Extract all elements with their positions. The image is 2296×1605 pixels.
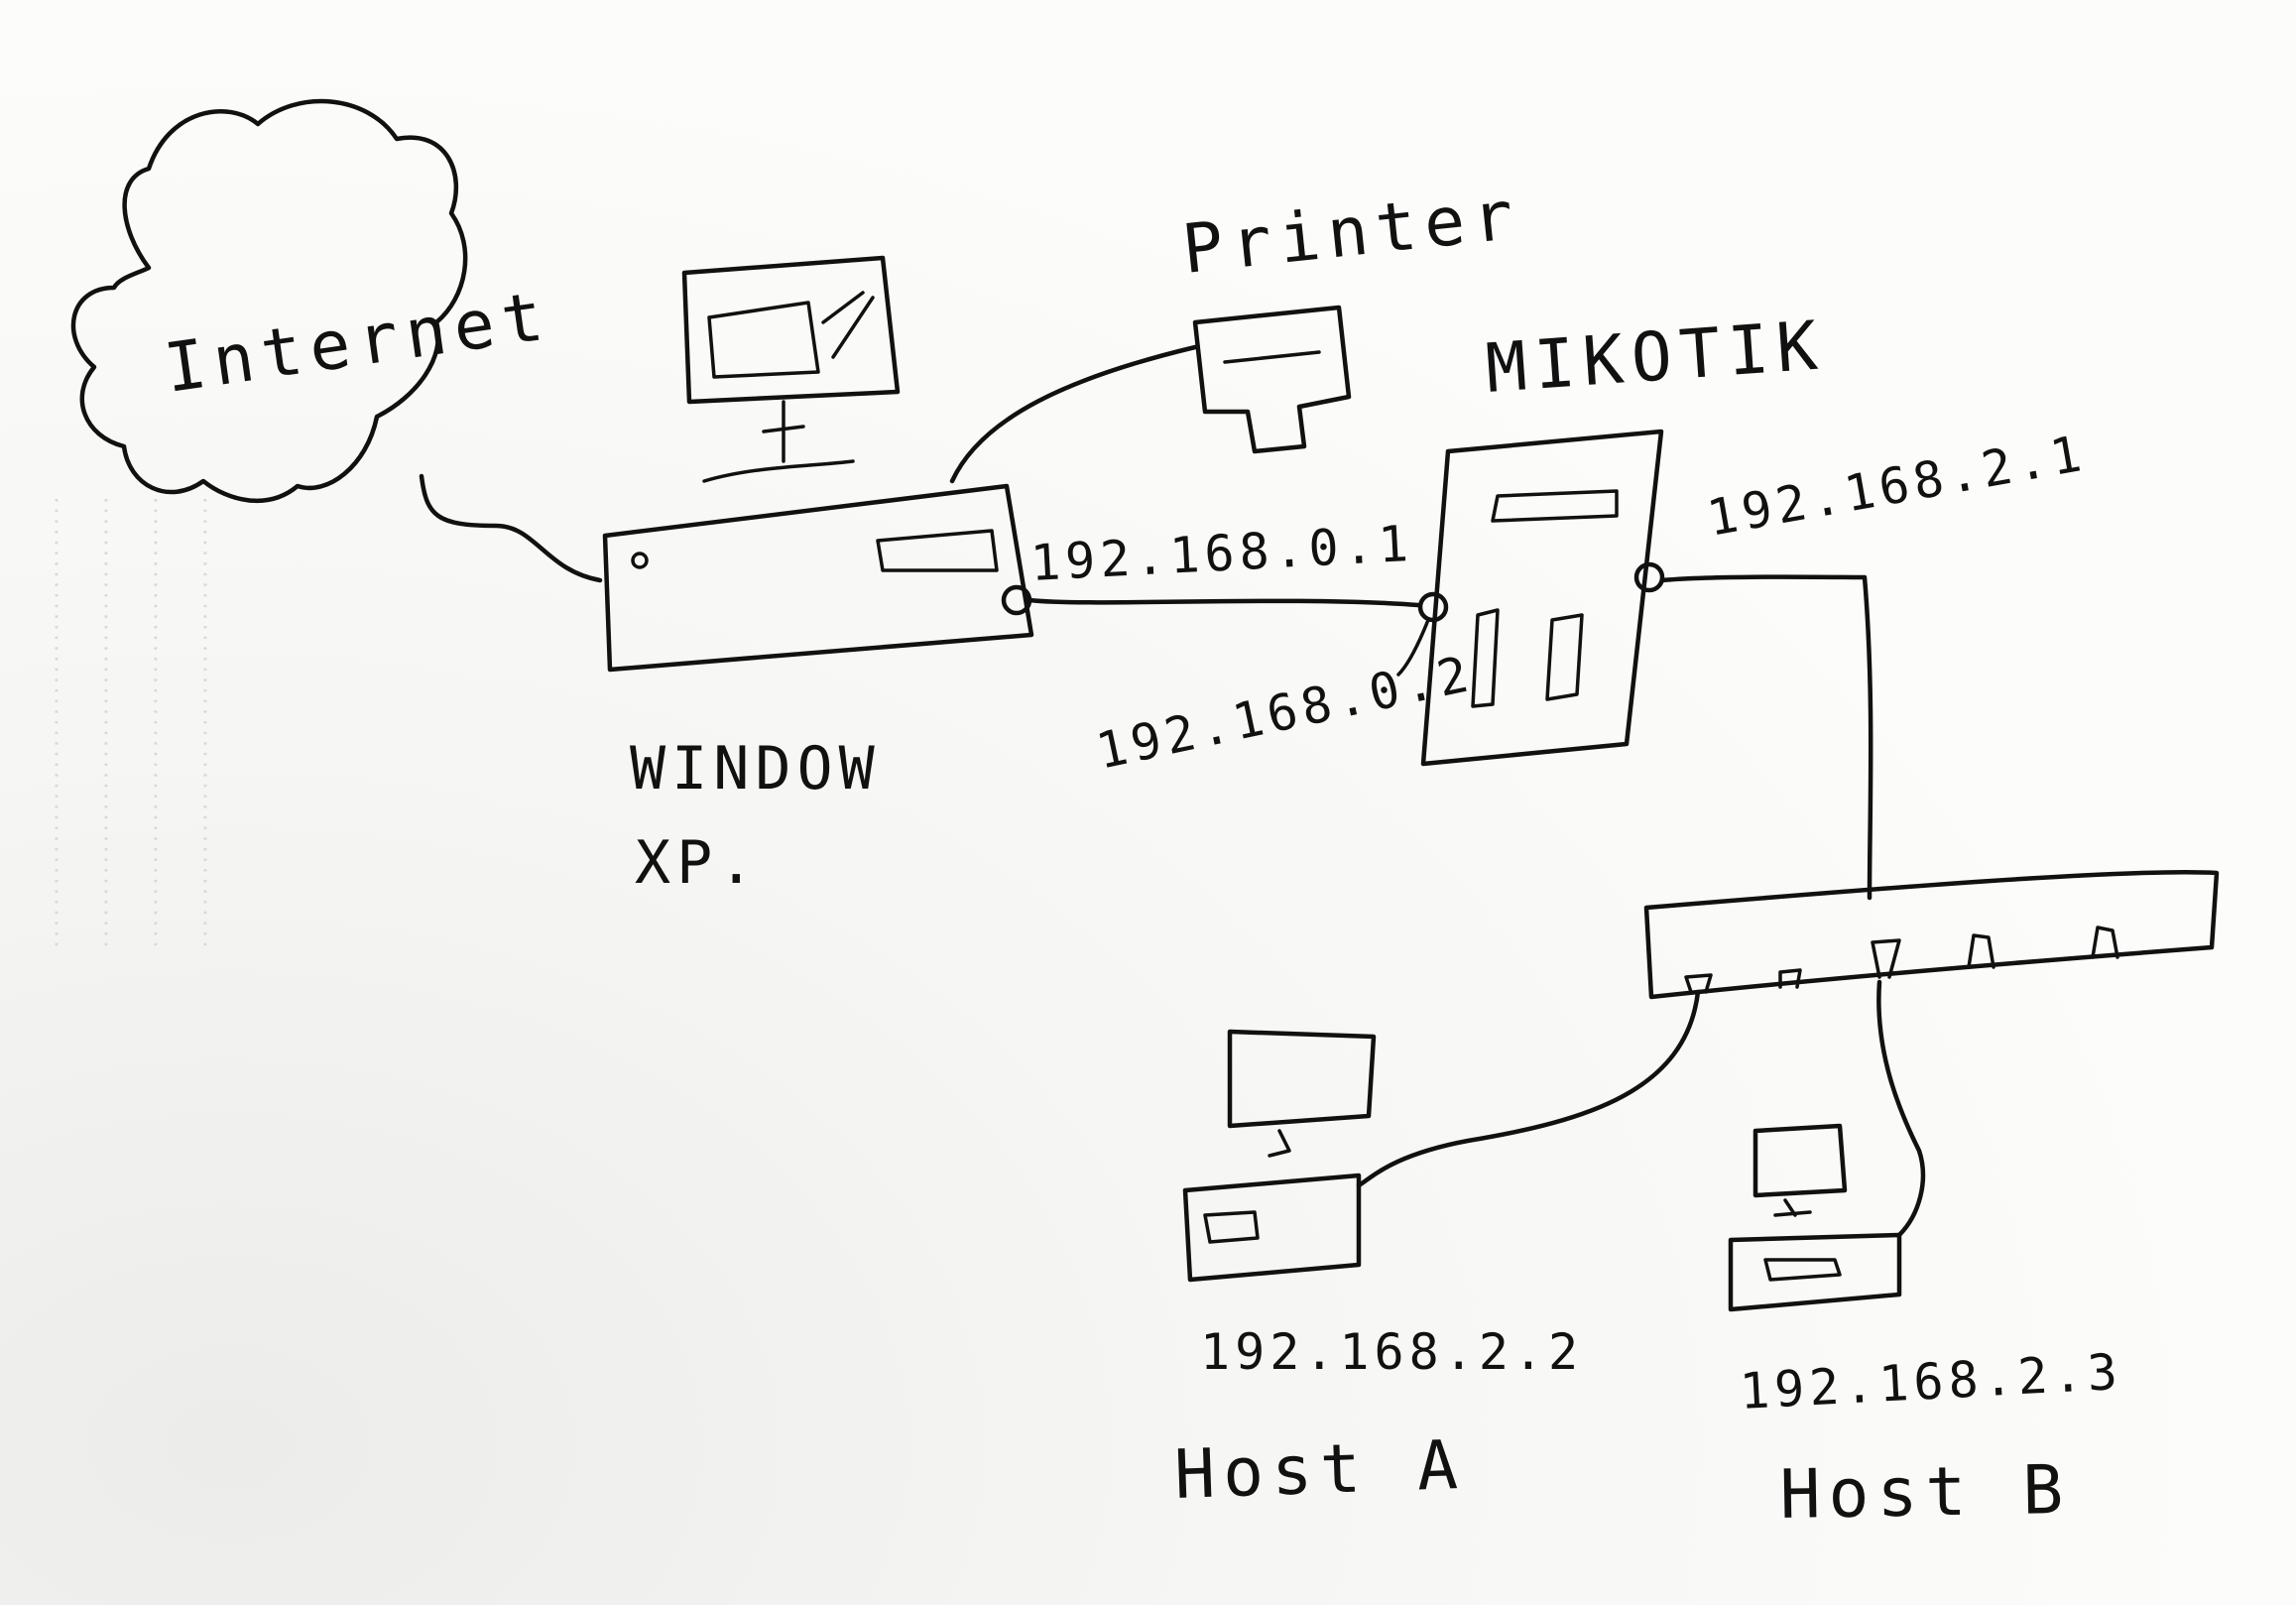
internet-cloud: Internet <box>70 98 555 503</box>
cable-host-b <box>1876 979 1926 1238</box>
link-router-switch <box>1659 574 1873 901</box>
ip-router-wan: 192.168.0.2 <box>1091 645 1478 781</box>
host-a-monitor-icon <box>1227 1029 1377 1129</box>
internet-cable <box>419 473 603 583</box>
windows-label-line1: WINDOW <box>630 734 881 803</box>
ip-windows: 192.168.0.1 <box>1029 515 1415 592</box>
host-b-label: Host B <box>1779 1451 2072 1535</box>
switch-port-4 <box>1967 933 1995 969</box>
desktop-case-icon <box>602 483 1034 673</box>
cable-host-a <box>1356 989 1701 1188</box>
ip-host-b: 192.168.2.3 <box>1739 1343 2124 1420</box>
show-through-texture: ········································… <box>44 496 222 950</box>
monitor-icon <box>681 255 901 405</box>
ip-router-lan: 192.168.2.1 <box>1703 425 2090 548</box>
switch-port-3 <box>1871 938 1901 979</box>
switch-port-1 <box>1684 973 1713 994</box>
router-wan-port <box>1417 591 1449 623</box>
windows-xp-computer: WINDOW XP. <box>602 255 1034 898</box>
link-windows-router <box>1027 597 1421 608</box>
router-box-icon <box>1420 429 1664 767</box>
internet-label: Internet <box>160 277 555 409</box>
switch-port-5 <box>2091 926 2119 959</box>
printer-label: Printer <box>1179 177 1525 290</box>
switch-icon <box>1643 869 2220 1000</box>
printer: Printer <box>1179 177 1525 454</box>
svg-text:······························: ········································… <box>44 496 73 950</box>
host-b-case-icon <box>1728 1232 1902 1312</box>
svg-text:······························: ········································… <box>143 496 173 950</box>
ip-host-a: 192.168.2.2 <box>1200 1323 1583 1381</box>
printer-cable <box>949 344 1198 484</box>
windows-label-line2: XP. <box>635 828 760 898</box>
svg-text:······························: ········································… <box>93 496 123 950</box>
switch-port-2 <box>1778 968 1802 989</box>
network-switch <box>1643 869 2220 1000</box>
host-a: 192.168.2.2 Host A <box>1173 1029 1583 1515</box>
host-b-monitor-icon <box>1752 1123 1848 1198</box>
router-lan-port <box>1633 561 1665 593</box>
printer-icon <box>1192 305 1352 454</box>
host-a-case-icon <box>1182 1173 1362 1283</box>
host-a-label: Host A <box>1173 1426 1467 1515</box>
svg-text:······························: ········································… <box>192 496 222 950</box>
host-b: 192.168.2.3 Host B <box>1728 1123 2124 1535</box>
router-label: MIKOTIK <box>1484 307 1828 409</box>
